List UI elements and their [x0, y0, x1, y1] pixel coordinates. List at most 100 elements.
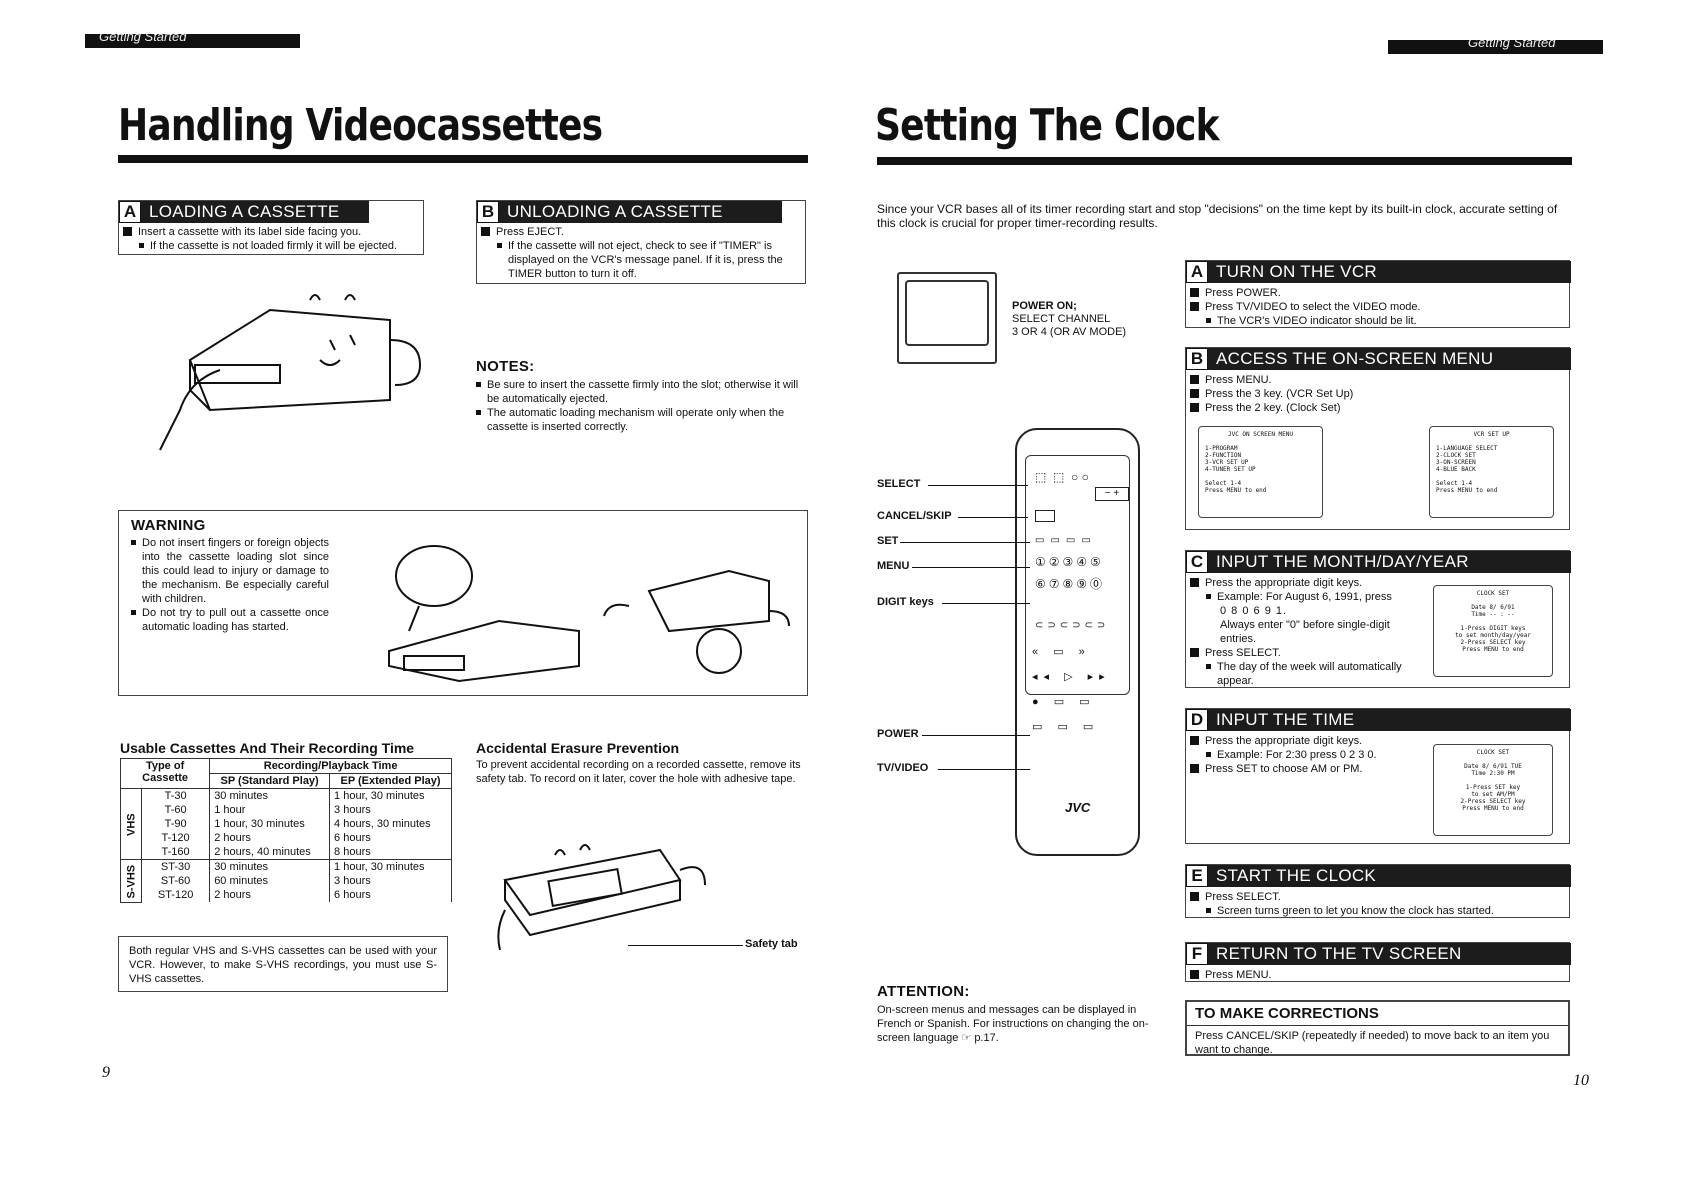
- section-title: ACCESS THE ON-SCREEN MENU: [1216, 349, 1494, 368]
- sp-time: 2 hours: [209, 831, 331, 845]
- note-item: The automatic loading mechanism will ope…: [487, 407, 785, 433]
- ep-time: 1 hour, 30 minutes: [329, 859, 452, 874]
- remote-control: ⬚ ⬚ ○ ○ − + ▭▭▭▭ ①②③④⑤ ⑥⑦⑧⑨⓪ ⊂⊃⊂⊃⊂⊃ « ▭ …: [1015, 428, 1140, 856]
- clock-intro: Since your VCR bases all of its timer re…: [877, 202, 1558, 230]
- label-cancel-skip: CANCEL/SKIP: [877, 510, 952, 522]
- page-number-right: 10: [1573, 1072, 1589, 1089]
- col-type: Type of Cassette: [119, 758, 211, 789]
- usable-title: Usable Cassettes And Their Recording Tim…: [120, 740, 415, 756]
- sp-time: 1 hour: [209, 803, 331, 817]
- right-title-rule: [877, 157, 1572, 165]
- corrections-box: TO MAKE CORRECTIONS Press CANCEL/SKIP (r…: [1185, 1000, 1570, 1056]
- cassette-type: T-120: [140, 831, 211, 845]
- sp-time: 30 minutes: [209, 859, 331, 874]
- section-letter: A: [119, 201, 141, 223]
- col-ep: EP (Extended Play): [329, 773, 452, 789]
- label-menu: MENU: [877, 560, 910, 572]
- left-title-rule: [118, 155, 808, 163]
- ep-time: 4 hours, 30 minutes: [329, 817, 452, 831]
- tv-illustration: [897, 272, 997, 364]
- attention-text: On-screen menus and messages can be disp…: [877, 1004, 1149, 1044]
- sp-time: 60 minutes: [209, 874, 331, 888]
- sp-time: 2 hours: [209, 888, 331, 902]
- brand-logo: JVC: [1065, 800, 1091, 815]
- label-power: POWER: [877, 728, 919, 740]
- label-set: SET: [877, 535, 899, 547]
- cassette-type: T-30: [140, 788, 211, 803]
- left-page-title: Handling Videocassettes: [118, 100, 603, 151]
- warning-item: Do not try to pull out a cassette once a…: [142, 607, 329, 633]
- section-title: INPUT THE TIME: [1216, 710, 1355, 729]
- cassette-type: T-90: [140, 817, 211, 831]
- warning-box: WARNING Do not insert fingers or foreign…: [118, 510, 808, 696]
- ep-time: 1 hour, 30 minutes: [329, 788, 452, 803]
- label-digit-keys: DIGIT keys: [877, 596, 934, 608]
- cassette-table: Type of Cassette Recording/Playback Time…: [119, 758, 452, 903]
- cassette-type: T-60: [140, 803, 211, 817]
- note-item: Be sure to insert the cassette firmly in…: [487, 379, 799, 405]
- warning-illustration: [388, 545, 790, 683]
- digit-keys-row1: ①②③④⑤: [1035, 555, 1104, 569]
- col-time: Recording/Playback Time: [209, 758, 452, 774]
- section-letter: B: [477, 201, 499, 223]
- col-sp: SP (Standard Play): [209, 773, 331, 789]
- cassette-type: T-160: [140, 845, 211, 860]
- note-text: If the cassette will not eject, check to…: [508, 240, 783, 280]
- safety-tab-leader: [628, 945, 743, 946]
- label-select: SELECT: [877, 478, 921, 490]
- cassette-footnote: Both regular VHS and S-VHS cassettes can…: [118, 936, 448, 992]
- ep-time: 8 hours: [329, 845, 452, 860]
- cassette-type: ST-30: [140, 859, 211, 874]
- ep-time: 3 hours: [329, 803, 452, 817]
- group-label: S-VHS: [120, 859, 142, 902]
- right-section-bar: Getting Started: [1388, 40, 1603, 54]
- usable-cassettes: Usable Cassettes And Their Recording Tim…: [119, 740, 452, 903]
- section-title: RETURN TO THE TV SCREEN: [1216, 944, 1462, 963]
- left-section-bar: Getting Started: [85, 34, 300, 48]
- sp-time: 2 hours, 40 minutes: [209, 845, 331, 860]
- warning-title: WARNING: [131, 517, 206, 534]
- erasure-title: Accidental Erasure Prevention: [476, 740, 680, 756]
- section-title: TURN ON THE VCR: [1216, 262, 1377, 281]
- cassette-type: ST-60: [140, 874, 211, 888]
- section-title: START THE CLOCK: [1216, 866, 1377, 885]
- section-title: LOADING A CASSETTE: [149, 202, 340, 221]
- sp-time: 1 hour, 30 minutes: [209, 817, 331, 831]
- note-text: If the cassette is not loaded firmly it …: [150, 240, 398, 252]
- corrections-text: Press CANCEL/SKIP (repeatedly if needed)…: [1187, 1025, 1568, 1060]
- page-number-left: 9: [102, 1064, 110, 1081]
- section-title: INPUT THE MONTH/DAY/YEAR: [1216, 552, 1469, 571]
- attention-block: ATTENTION: On-screen menus and messages …: [877, 983, 1162, 1045]
- label-tv-video: TV/VIDEO: [877, 762, 929, 774]
- notes-block: NOTES: Be sure to insert the cassette fi…: [476, 358, 811, 434]
- erasure-text: To prevent accidental recording on a rec…: [476, 759, 801, 785]
- notes-title: NOTES:: [476, 358, 535, 375]
- select-button: [1035, 510, 1055, 522]
- corrections-title: TO MAKE CORRECTIONS: [1195, 1005, 1379, 1022]
- power-tv-buttons: ⬚ ⬚ ○ ○: [1035, 470, 1089, 484]
- group-label: VHS: [120, 788, 142, 860]
- erasure-block: Accidental Erasure Prevention To prevent…: [476, 740, 806, 786]
- sp-time: 30 minutes: [209, 788, 331, 803]
- attention-title: ATTENTION:: [877, 983, 970, 1000]
- digit-keys-row2: ⑥⑦⑧⑨⓪: [1035, 577, 1106, 591]
